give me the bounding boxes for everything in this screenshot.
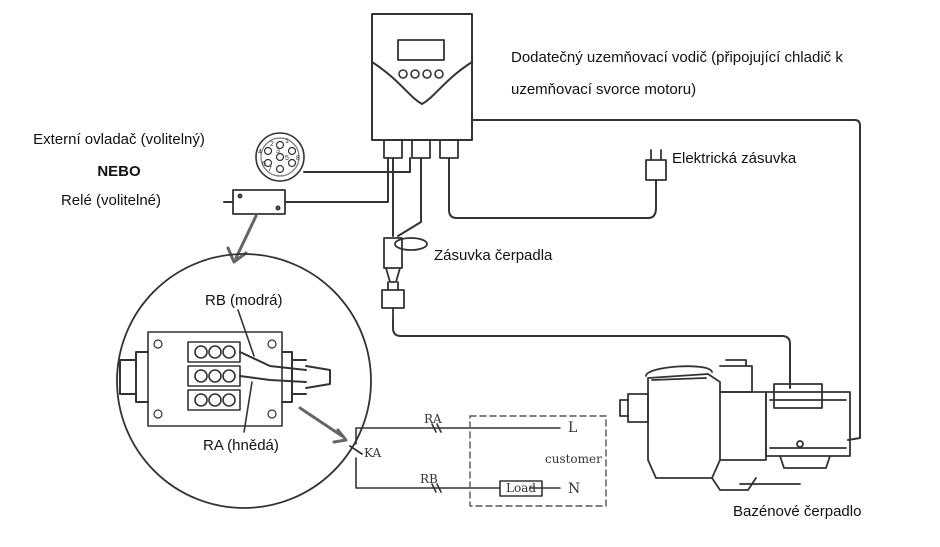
pin-label: 8 [296,155,300,162]
ground-wire-label-line2: uzemňovací svorce motoru) [511,81,697,98]
pin-label: 4 [258,149,262,156]
electric-socket-label: Elektrická zásuvka [672,150,797,167]
socket-plug-icon [645,149,667,181]
schematic-arrow [298,406,344,438]
pool-pump-label: Bazénové čerpadlo [733,503,862,520]
schematic-rb-label: RB [420,472,438,486]
pin-label: 7 [268,166,272,173]
pool-pump [619,359,851,491]
external-controller-label: Externí ovladač (volitelný) [33,131,205,148]
customer-box [469,415,607,507]
ground-wire [471,119,861,441]
rb-blue-label: RB (modrá) [205,292,283,309]
pump-plug-icon [381,281,405,321]
pump-socket-label: Zásuvka čerpadla [434,247,553,264]
cable-glands [383,139,459,159]
power-cable [448,157,657,219]
external-controller-connector [255,132,305,182]
schematic-n-label: N [568,481,580,497]
schematic-l-label: L [568,420,577,436]
wiring-schematic [349,415,607,507]
pin-label: 2 [270,141,274,148]
controller-display [397,39,445,61]
schematic-ka-label: KA [364,446,381,460]
pin-label: 5 [285,155,289,162]
pin-label: 3 [276,148,280,155]
load-box [499,480,543,497]
ra-brown-label: RA (hnědá) [203,437,279,454]
pin-label: 1 [285,138,289,145]
schematic-load-label: Load [506,481,536,495]
relay-label: Relé (volitelné) [60,192,162,209]
controller-unit [371,13,473,159]
pin-label: 6 [262,161,266,168]
pump-socket-icon [383,237,428,283]
relay-detail-circle [116,253,372,509]
schematic-ra-label: RA [424,412,442,426]
relay-box [223,157,389,215]
ground-wire-label-line1: Dodatečný uzemňovací vodič (připojující … [511,49,843,66]
zoom-arrow [234,214,258,260]
or-label: NEBO [97,163,141,180]
controller-buttons [398,69,444,79]
pump-socket-cable [397,157,422,237]
schematic-customer-label: customer [545,452,602,466]
